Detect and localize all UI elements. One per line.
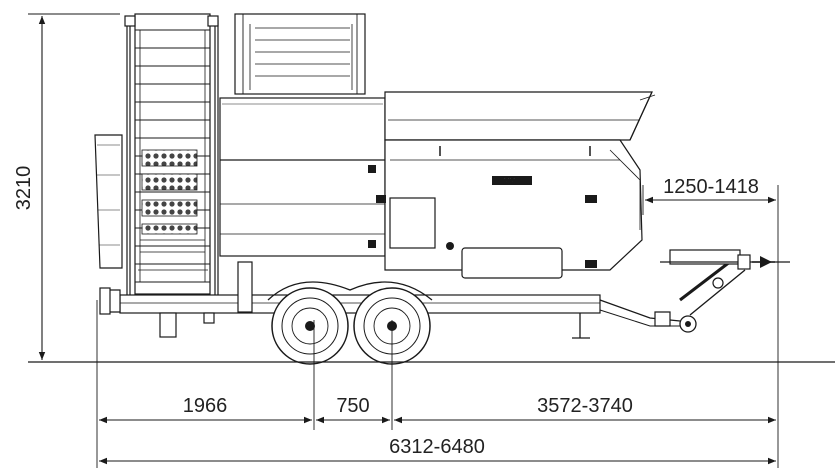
overall-length-dimension-label: 6312-6480 — [389, 436, 485, 458]
drum-housing: ZEMMLER — [376, 139, 643, 279]
drawbar-hitch — [654, 249, 790, 333]
feed-hopper — [384, 91, 656, 141]
main-body — [219, 97, 386, 257]
brand-logo: ZEMMLER — [495, 178, 530, 185]
rear-to-axle-dimension-label: 1966 — [183, 395, 228, 417]
drum-screen — [94, 134, 123, 269]
upper-deck-frame — [234, 13, 366, 95]
rear-wheel — [271, 287, 349, 365]
elevator-conveyor — [124, 13, 219, 300]
hitch-reach-dimension-label: 1250-1418 — [663, 176, 759, 198]
wheel-fender — [267, 281, 433, 301]
axle-to-hitch-dimension-label: 3572-3740 — [537, 395, 633, 417]
screening-machine: ZEMMLER — [94, 13, 790, 365]
axle-spacing-dimension-label: 750 — [336, 395, 369, 417]
chassis-frame — [99, 261, 691, 339]
dimension-lines — [28, 13, 779, 468]
height-dimension-label: 3210 — [13, 166, 35, 211]
